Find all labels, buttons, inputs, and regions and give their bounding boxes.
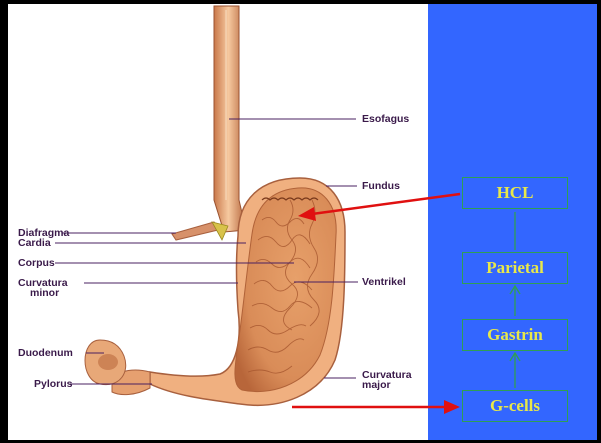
label-duodenum: Duodenum	[18, 348, 73, 358]
label-pylorus: Pylorus	[34, 379, 73, 389]
label-fundus: Fundus	[362, 181, 400, 191]
box-parietal: Parietal	[462, 252, 568, 284]
box-hcl: HCL	[462, 177, 568, 209]
label-cardia: Cardia	[18, 238, 51, 248]
label-curvatura-major-2: major	[362, 380, 391, 390]
label-ventrikel: Ventrikel	[362, 277, 406, 287]
label-curvatura-minor-2: minor	[30, 288, 59, 298]
flow-connectors	[510, 212, 520, 388]
box-gastrin: Gastrin	[462, 319, 568, 351]
label-esofagus: Esofagus	[362, 114, 409, 124]
box-gcells: G-cells	[462, 390, 568, 422]
label-corpus: Corpus	[18, 258, 55, 268]
